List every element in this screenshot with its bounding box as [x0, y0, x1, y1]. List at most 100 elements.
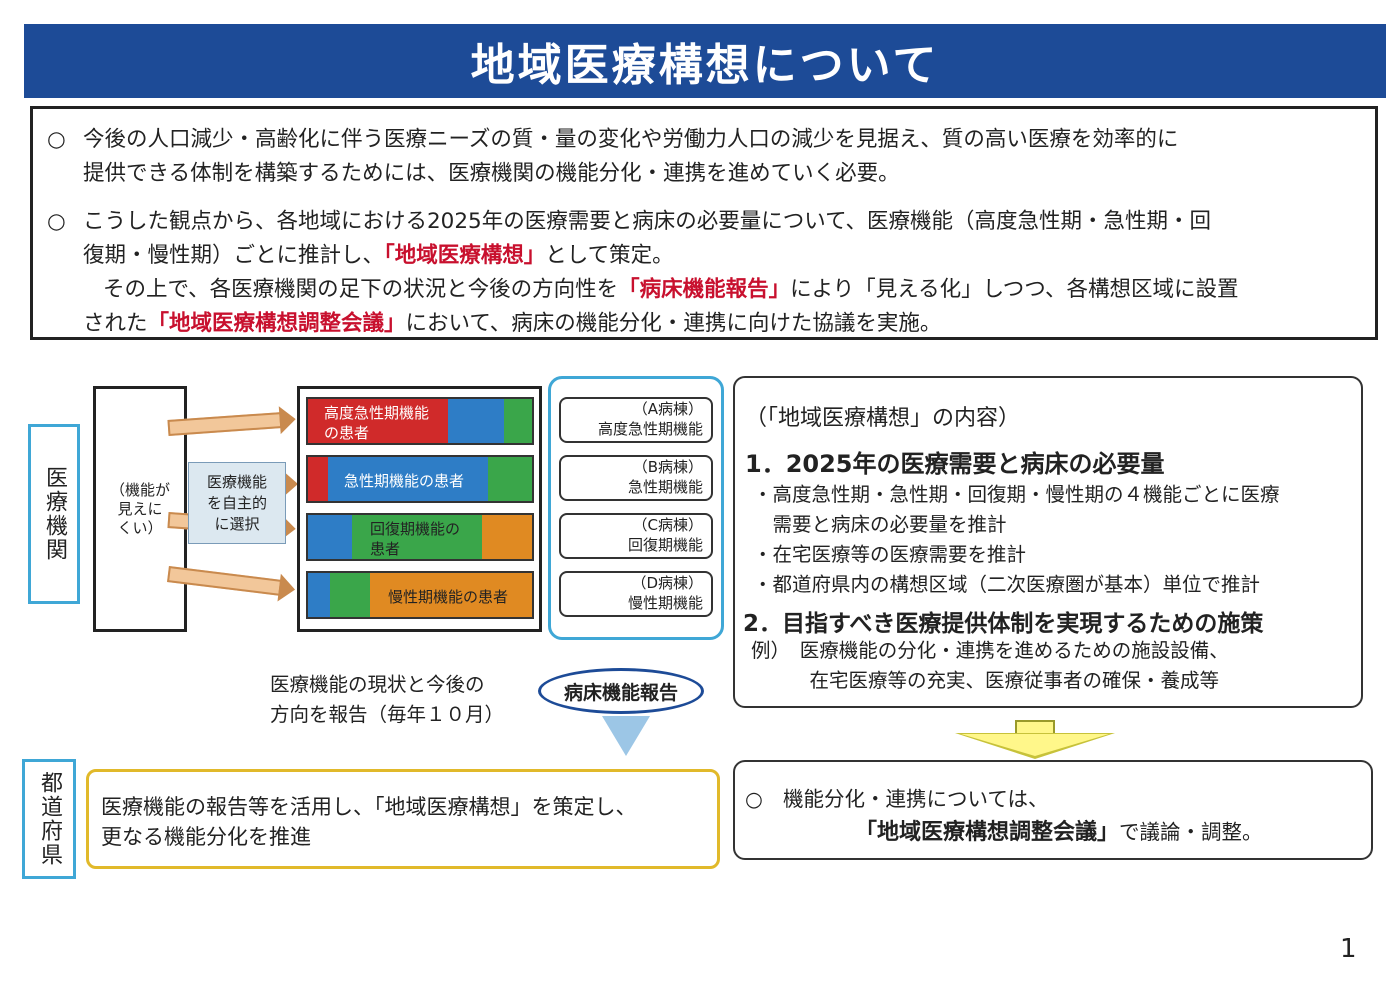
intro-p2-line4b: において、病床の機能分化・連携に向けた協議を実施。 [405, 311, 942, 336]
bullet-line: ・在宅医療等の医療需要を推計 [753, 543, 1027, 566]
intro-p2-line2b: として策定。 [545, 243, 674, 268]
conclusion-line2-text: で議論・調整。 [1119, 820, 1263, 844]
ward-a-label: （A病棟） 高度急性期機能 [559, 397, 713, 443]
intro-box: ○ 今後の人口減少・高齢化に伴う医療ニーズの質・量の変化や労働力人口の減少を見据え… [30, 106, 1378, 340]
self-select-box: 医療機能 を自主的 に選択 [188, 462, 286, 544]
intro-p1-line1: 今後の人口減少・高齢化に伴う医療ニーズの質・量の変化や労働力人口の減少を見据え、… [83, 127, 1179, 152]
medical-institution-label: 医療機関 [28, 424, 80, 604]
bar-segment-green [330, 573, 370, 617]
facility-text: （機能が 見えに くい） [110, 481, 170, 538]
bar-segment-orange [482, 515, 532, 559]
bar-segment-blue [448, 399, 504, 443]
ward-function-frame: （A病棟） 高度急性期機能 （B病棟） 急性期機能 （C病棟） 回復期機能 （D… [548, 376, 724, 640]
highlight-chosei-kaigi: 「地域医療構想調整会議」 [855, 820, 1120, 845]
ward-name: （D病棟） [631, 574, 703, 592]
bullet-line: ・高度急性期・急性期・回復期・慢性期の４機能ごとに医療 [753, 483, 1280, 506]
intro-p2-line3a: その上で、各医療機関の足下の状況と今後の方向性を [103, 277, 619, 302]
ward-c-label: （C病棟） 回復期機能 [559, 513, 713, 559]
bullet-line: ・都道府県内の構想区域（二次医療圏が基本）単位で推計 [753, 573, 1261, 596]
ward-d-label: （D病棟） 慢性期機能 [559, 571, 713, 617]
bar-segment-orange [370, 573, 532, 617]
intro-p1-line2: 提供できる体制を構築するためには、医療機関の機能分化・連携を進めていく必要。 [83, 161, 900, 186]
intro-p2-line4a: された [83, 311, 148, 336]
ward-b-bar [306, 455, 534, 503]
bullet-line: 需要と病床の必要量を推計 [753, 513, 1007, 536]
page-title-text: 地域医療構想について [470, 40, 940, 91]
ward-c-patient-label: 回復期機能の 患者 [370, 519, 460, 559]
prefecture-line: 医療機能の報告等を活用し、「地域医療構想」を策定し、 [101, 795, 637, 819]
select-line: を自主的 [206, 493, 267, 512]
intro-p2-line3b: により「見える化」しつつ、各構想区域に設置 [790, 277, 1239, 302]
content-item2-title: 2．目指すべき医療提供体制を実現するための施策 [743, 611, 1264, 637]
yellow-arrow-shaft [1015, 720, 1055, 734]
bar-segment-blue [308, 573, 330, 617]
ward-function: 高度急性期機能 [597, 420, 703, 438]
prefecture-action-box: 医療機能の報告等を活用し、「地域医療構想」を策定し、 更なる機能分化を推進 [86, 769, 720, 869]
content-item2-example: 例） 医療機能の分化・連携を進めるための施設設備、 在宅医療等の充実、医療従事者… [751, 636, 1229, 696]
bullet-circle: ○ [745, 787, 763, 811]
intro-p2-line2a: 復期・慢性期）ごとに推計し、 [83, 243, 385, 268]
bullet-circle: ○ [47, 127, 66, 152]
ward-b-patient-label: 急性期機能の患者 [344, 471, 464, 491]
select-line: 医療機能 [206, 472, 267, 491]
ward-function: 慢性期機能 [627, 594, 703, 612]
report-caption-line: 医療機能の現状と今後の [270, 673, 485, 696]
bar-segment-green [488, 457, 532, 501]
prefecture-label: 都道府県 [22, 759, 76, 879]
example-line: 在宅医療等の充実、医療従事者の確保・養成等 [751, 669, 1220, 692]
conclusion-line1-text: 機能分化・連携については、 [783, 787, 1049, 811]
highlight-chosei-kaigi: 「地域医療構想調整会議」 [147, 311, 406, 336]
ward-frame: 高度急性期機能 の患者 急性期機能の患者 回復期機能の 患者 慢性期機能の患者 [297, 386, 542, 632]
bar-segment-green [352, 515, 482, 559]
intro-p2-line1: こうした観点から、各地域における2025年の医療需要と病床の必要量について、医療… [83, 209, 1212, 234]
prefecture-label-text: 都道府県 [37, 771, 62, 867]
bar-segment-blue [308, 515, 352, 559]
bar-segment-blue [328, 457, 488, 501]
conclusion-line2: 「地域医療構想調整会議」で議論・調整。 [855, 814, 1263, 846]
ward-b-label: （B病棟） 急性期機能 [559, 455, 713, 501]
patient-line: 高度急性期機能 [324, 404, 430, 422]
example-line: 例） 医療機能の分化・連携を進めるための施設設備、 [751, 639, 1229, 662]
intro-paragraph-1: ○ 今後の人口減少・高齢化に伴う医療ニーズの質・量の変化や労働力人口の減少を見据え… [47, 123, 1178, 191]
ward-function: 急性期機能 [627, 478, 703, 496]
bar-segment-red [308, 399, 448, 443]
highlight-chiiki-iryo-koso: 「地域医療構想」 [384, 243, 546, 268]
down-arrow-icon [602, 716, 650, 756]
ward-name: （B病棟） [632, 458, 703, 476]
bar-segment-green [504, 399, 532, 443]
conclusion-line1: ○ 機能分化・連携については、 [745, 782, 1048, 812]
facility-line: くい） [117, 518, 163, 537]
ward-c-bar [306, 513, 534, 561]
patient-line: 患者 [370, 540, 401, 558]
ward-d-bar [306, 571, 534, 619]
bar-segment-red [308, 457, 328, 501]
bed-function-report-text: 病床機能報告 [563, 681, 678, 704]
bullet-circle: ○ [47, 209, 66, 234]
ward-name: （A病棟） [632, 400, 703, 418]
vision-content-box: （「地域医療構想」の内容） 1．2025年の医療需要と病床の必要量 ・高度急性期… [733, 376, 1363, 708]
content-item1-bullets: ・高度急性期・急性期・回復期・慢性期の４機能ごとに医療 需要と病床の必要量を推計… [753, 480, 1280, 600]
select-line: に選択 [214, 514, 260, 533]
report-caption: 医療機能の現状と今後の 方向を報告（毎年１０月） [270, 670, 504, 730]
report-caption-line: 方向を報告（毎年１０月） [270, 703, 505, 726]
highlight-byosho-kino-hokoku: 「病床機能報告」 [618, 277, 791, 302]
medical-institution-label-text: 医療機関 [42, 466, 67, 562]
yellow-arrow-fill [961, 734, 1109, 756]
patient-line: 急性期機能の患者 [344, 472, 465, 490]
ward-a-patient-label: 高度急性期機能 の患者 [324, 403, 429, 443]
patient-line: の患者 [324, 424, 370, 442]
facility-line: （機能が [109, 480, 170, 499]
ward-name: （C病棟） [632, 516, 703, 534]
page-number: 1 [1340, 934, 1357, 964]
patient-line: 回復期機能の [370, 520, 461, 538]
bed-function-report-label: 病床機能報告 [538, 668, 704, 714]
prefecture-line: 更なる機能分化を推進 [101, 825, 311, 849]
intro-paragraph-2: ○ こうした観点から、各地域における2025年の医療需要と病床の必要量について、医… [47, 205, 1238, 341]
content-item1-title: 1．2025年の医療需要と病床の必要量 [745, 450, 1165, 478]
ward-function: 回復期機能 [627, 536, 703, 554]
prefecture-action-text: 医療機能の報告等を活用し、「地域医療構想」を策定し、 更なる機能分化を推進 [101, 792, 637, 852]
ward-a-bar [306, 397, 534, 445]
conclusion-box: ○ 機能分化・連携については、 「地域医療構想調整会議」で議論・調整。 [733, 760, 1373, 860]
content-heading: （「地域医療構想」の内容） [745, 406, 1021, 431]
facility-line: 見えに [117, 499, 163, 518]
